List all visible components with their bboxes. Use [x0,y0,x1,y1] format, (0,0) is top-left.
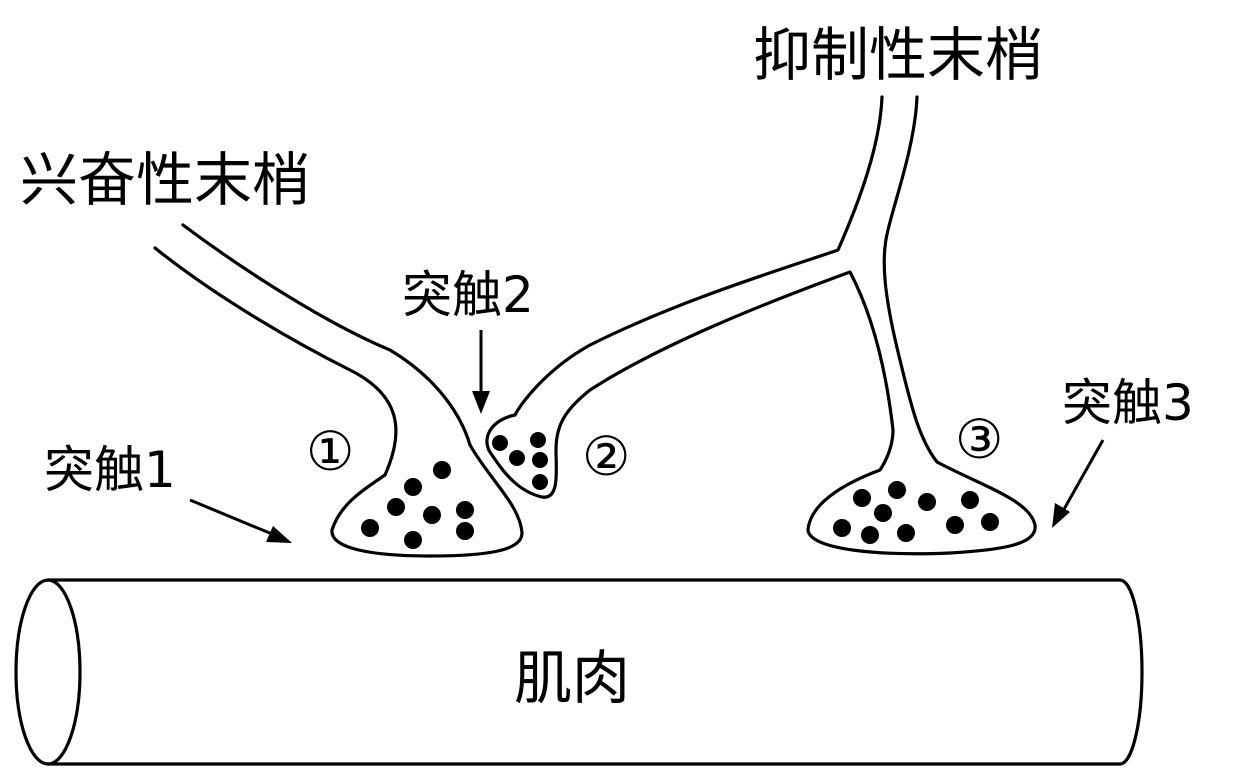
vesicle [361,519,379,537]
inhibitory-terminal [485,95,1037,556]
vesicle [961,491,979,509]
vesicle [833,519,851,537]
vesicle [532,452,548,468]
vesicle [888,481,906,499]
excitatory-axon-left-edge [153,246,524,558]
muscle [14,578,1144,766]
synapse-1-label: 突触1 [44,441,176,499]
vesicles-synapse-3 [833,481,999,544]
vesicle [456,501,474,519]
vesicle [532,474,548,490]
muscle-end-cap [14,578,82,766]
inhibitory-outer-left-edge [485,95,895,499]
marker-2: ② [582,425,630,488]
muscle-label: 肌肉 [514,644,630,712]
synapse-3-label: 突触3 [1062,374,1194,432]
vesicle [981,513,999,531]
vesicle [874,504,892,522]
vesicles-synapse-2 [492,432,548,490]
vesicle [404,531,422,549]
muscle-body [46,578,1144,766]
arrow-synapse-2 [472,330,490,414]
excitatory-terminal [153,223,524,558]
vesicle [897,524,915,542]
excitatory-terminal-label: 兴奋性末梢 [20,146,310,214]
vesicle [492,435,508,451]
synapse-2-label: 突触2 [402,266,534,324]
vesicle [861,526,879,544]
arrow-synapse-3 [1052,439,1105,528]
vesicle [423,506,441,524]
vesicle [509,450,525,466]
marker-1: ① [306,420,354,483]
vesicle [456,522,474,540]
arrow-synapse-1 [189,498,292,543]
vesicle [404,478,422,496]
vesicle [530,432,546,448]
vesicle [853,489,871,507]
vesicles-synapse-1 [361,461,474,549]
vesicle [946,516,964,534]
inhibitory-terminal-label: 抑制性末梢 [753,21,1043,89]
inhibitory-inner-right-edge [806,95,1037,556]
vesicle [918,493,936,511]
vesicle [433,461,451,479]
excitatory-axon-right-edge [181,223,472,447]
marker-3: ③ [955,408,1003,471]
vesicle [387,498,405,516]
